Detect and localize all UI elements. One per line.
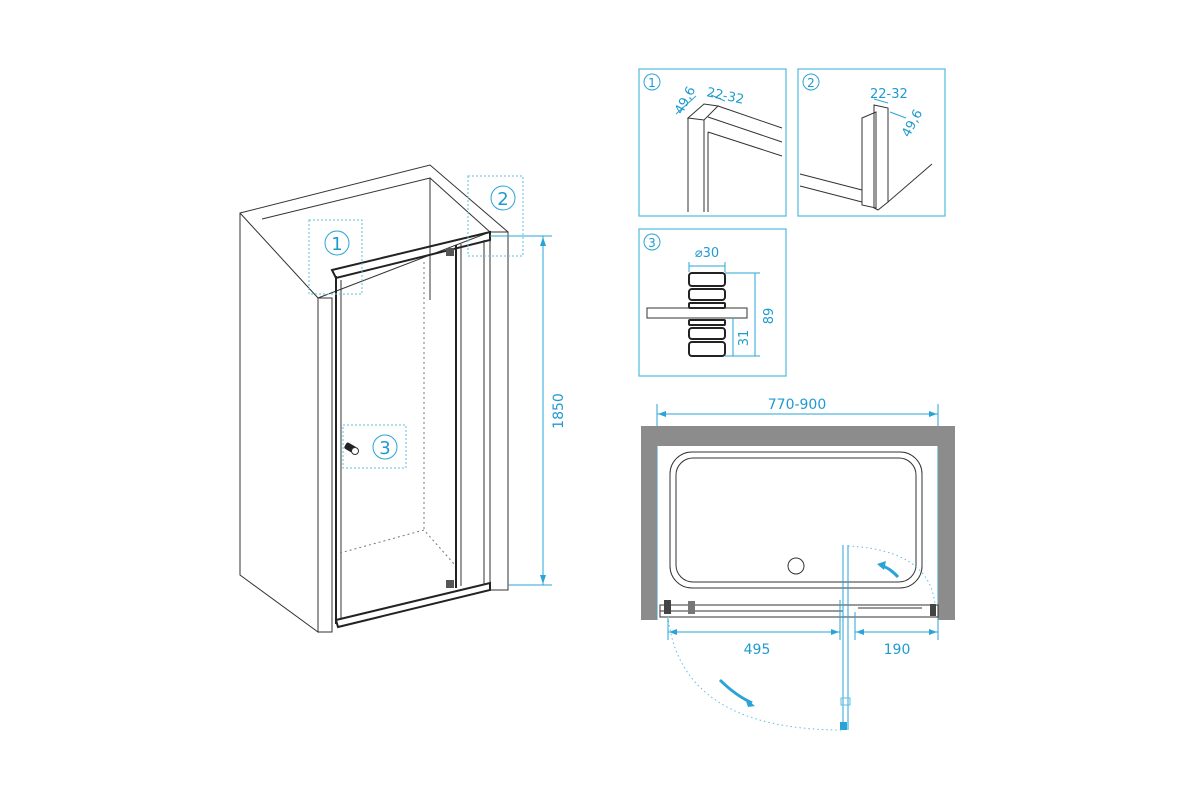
detail-3-total-height: 89: [762, 308, 777, 325]
open-door: [840, 545, 851, 730]
knob-profile: [646, 272, 748, 357]
callout-2: 2: [467, 175, 524, 257]
detail-3-diameter: ⌀30: [695, 246, 719, 261]
detail-panel-1: 1 49,6 22-32: [638, 68, 787, 217]
perspective-view: 1 2 3 1850: [239, 164, 567, 633]
drain-icon: [787, 557, 805, 575]
height-dimension-label: 1850: [551, 393, 567, 429]
callout-3-label: 3: [379, 438, 390, 459]
callout-2-label: 2: [497, 189, 508, 210]
detail-3-lower-height: 31: [737, 330, 752, 347]
fixed-width-dimension: 190: [854, 612, 938, 658]
door-width-label: 495: [744, 642, 771, 658]
bottom-pivot-icon: [446, 580, 454, 588]
hidden-lines: [339, 262, 456, 566]
callout-1-label: 1: [331, 234, 342, 255]
detail-3-number: 3: [648, 236, 656, 250]
walls: [641, 426, 955, 620]
detail-panel-2: 2 22-32 49,6: [797, 68, 946, 217]
top-pivot-icon: [446, 248, 454, 256]
detail-2-number: 2: [807, 76, 815, 90]
detail-2-width: 22-32: [870, 87, 908, 102]
height-dimension: 1850: [490, 235, 567, 586]
fixed-width-label: 190: [884, 642, 911, 658]
door-width-dimension: 495: [667, 600, 841, 658]
detail-1-number: 1: [648, 76, 656, 90]
callout-3: 3: [342, 424, 407, 469]
door-rail: [659, 600, 939, 618]
door-knob-icon: [344, 442, 359, 455]
width-dimension-label: 770-900: [768, 397, 827, 413]
swing-arcs: [667, 545, 936, 731]
detail-panel-3: 3 ⌀30 89 31: [638, 228, 787, 377]
swing-arrow-icon: [718, 678, 753, 705]
shower-tray: [669, 451, 923, 589]
door-frame: [330, 230, 491, 629]
plan-view: 770-900: [641, 397, 955, 731]
callout-1: 1: [308, 219, 363, 295]
enclosure-walls: [239, 164, 509, 633]
